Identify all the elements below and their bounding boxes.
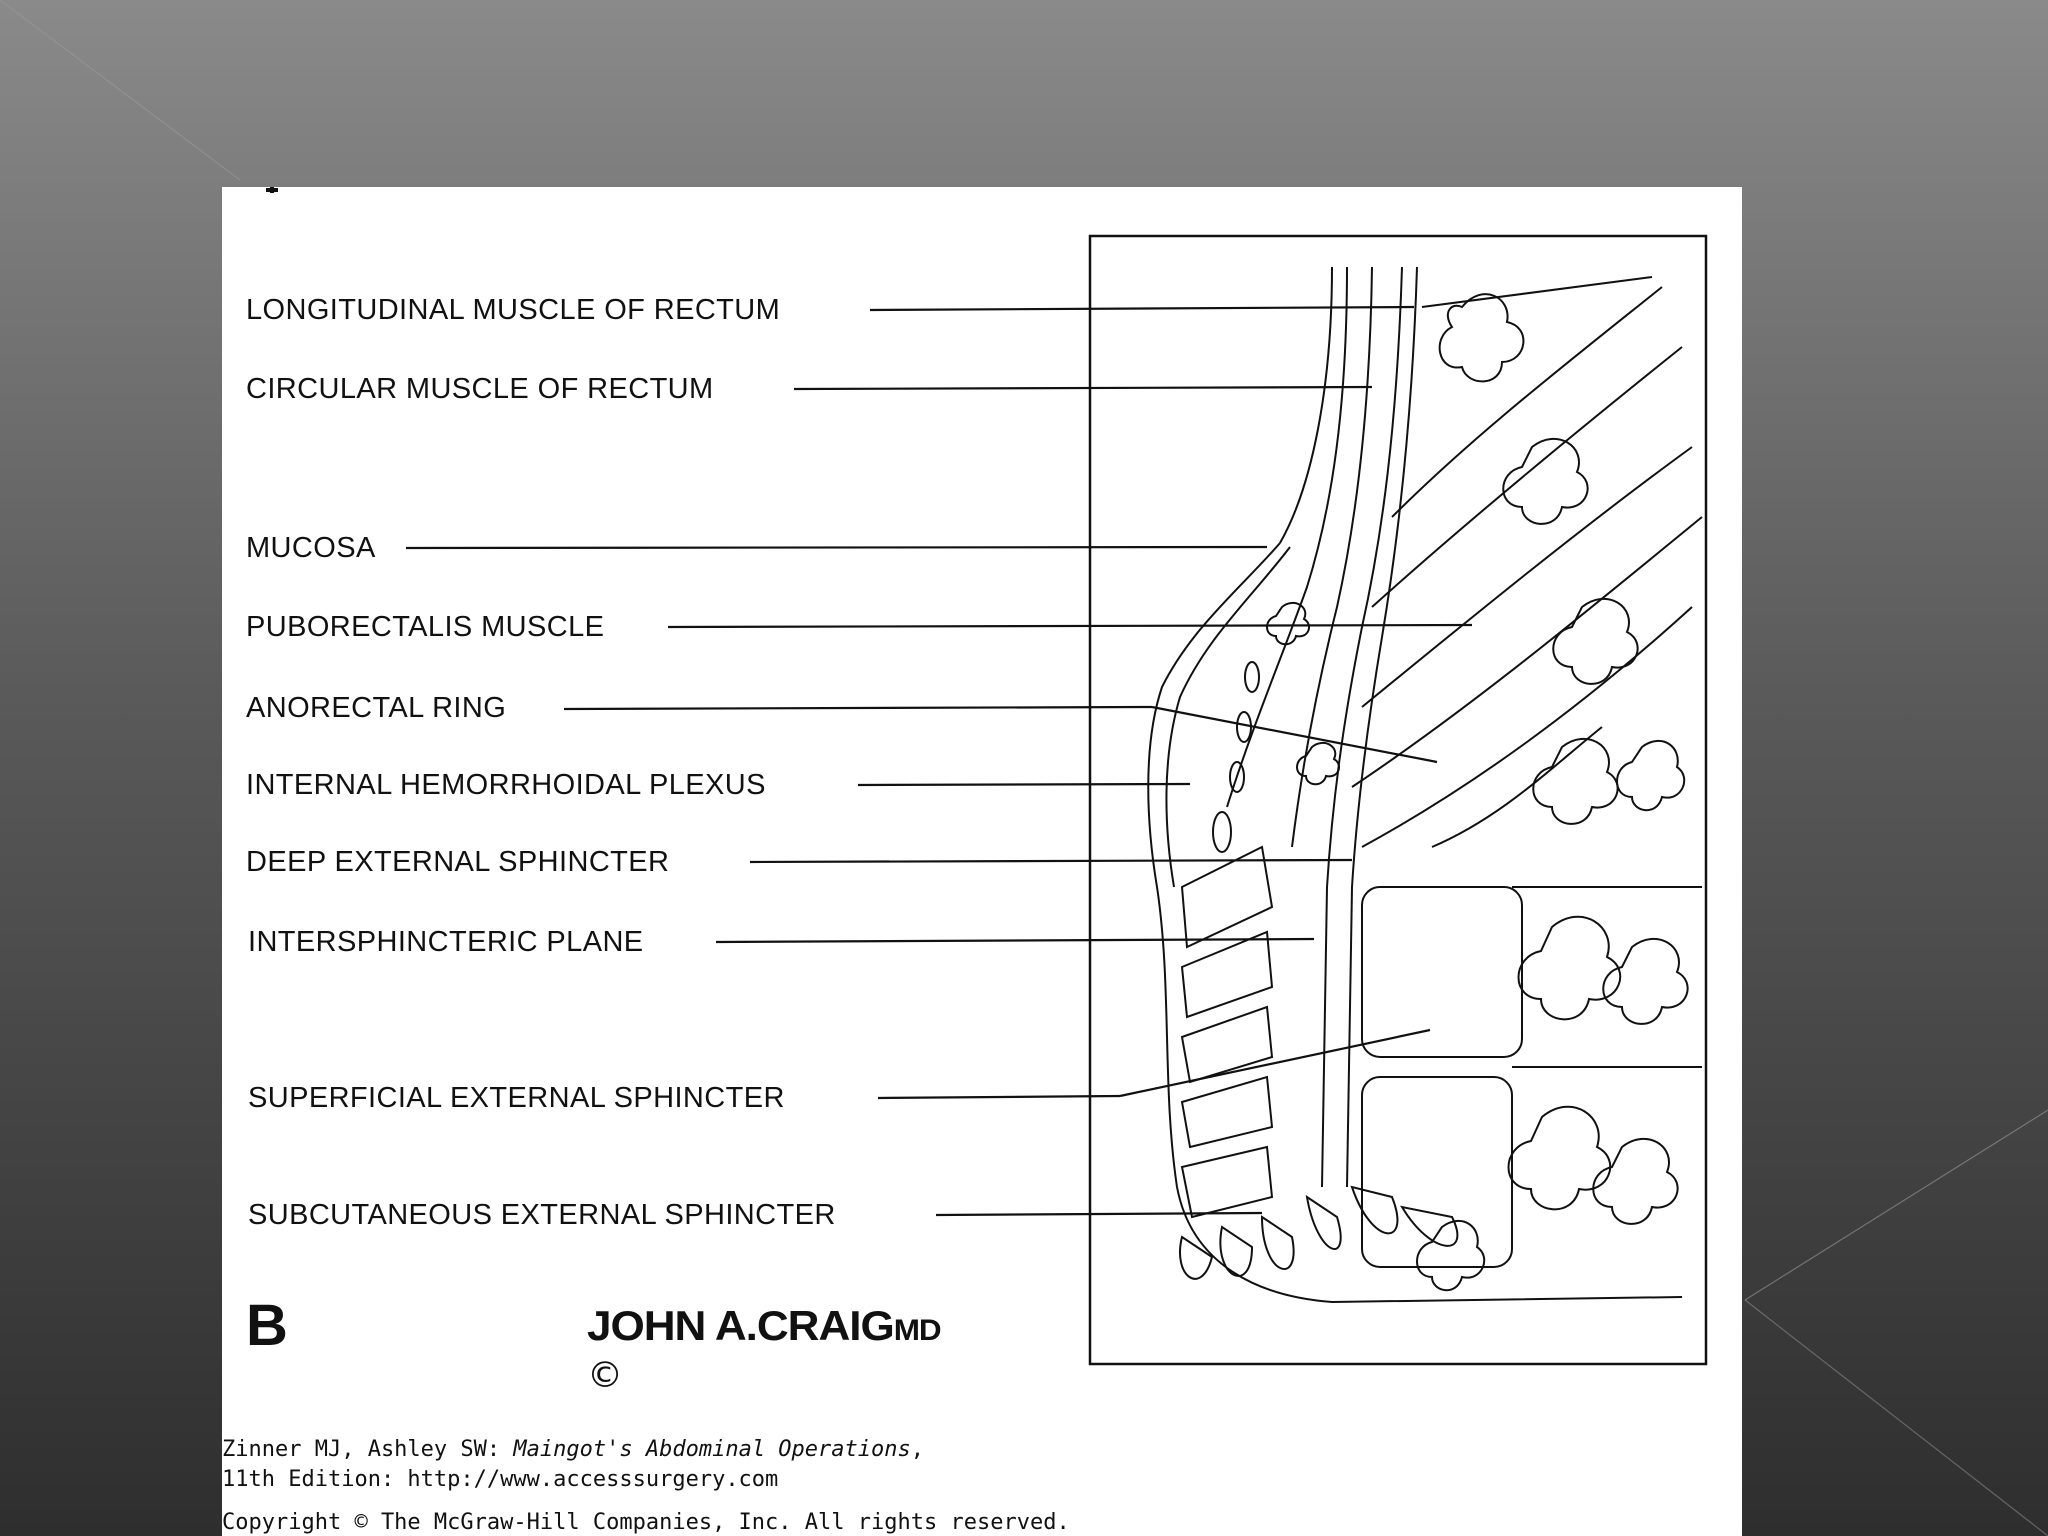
citation-authors: Zinner MJ, Ashley SW:: [222, 1437, 514, 1462]
label-circular-muscle: CIRCULAR MUSCLE OF RECTUM: [246, 373, 714, 405]
citation-book-title: Maingot's Abdominal Operations: [513, 1437, 911, 1462]
label-superficial-external-sphincter: SUPERFICIAL EXTERNAL SPHINCTER: [248, 1082, 785, 1114]
label-mucosa: MUCOSA: [246, 532, 376, 564]
panel-letter: B: [246, 1293, 288, 1358]
signature-name: JOHN A.CRAIG: [587, 1302, 895, 1349]
citation-line-2: 11th Edition: http://www.accesssurgery.c…: [222, 1467, 779, 1492]
label-puborectalis-muscle: PUBORECTALIS MUSCLE: [246, 611, 605, 643]
citation-line-1: Zinner MJ, Ashley SW: Maingot's Abdomina…: [222, 1437, 924, 1462]
label-intersphincteric-plane: INTERSPHINCTERIC PLANE: [248, 926, 644, 958]
signature-suffix: MD: [893, 1314, 942, 1347]
citation-copyright: Copyright © The McGraw-Hill Companies, I…: [222, 1510, 1070, 1535]
figure-card: LONGITUDINAL MUSCLE OF RECTUM CIRCULAR M…: [222, 187, 1742, 1536]
label-internal-hemorrhoidal-plexus: INTERNAL HEMORRHOIDAL PLEXUS: [246, 769, 766, 801]
illustrator-signature: JOHN A.CRAIGMD: [587, 1302, 942, 1350]
label-anorectal-ring: ANORECTAL RING: [246, 692, 507, 724]
label-longitudinal-muscle: LONGITUDINAL MUSCLE OF RECTUM: [246, 294, 781, 326]
anal-canal-cross-section-diagram: [266, 187, 1708, 1366]
citation-comma: ,: [910, 1437, 925, 1462]
label-subcutaneous-external-sphincter: SUBCUTANEOUS EXTERNAL SPHINCTER: [248, 1199, 836, 1231]
copyright-symbol: ©: [587, 1355, 623, 1396]
label-deep-external-sphincter: DEEP EXTERNAL SPHINCTER: [246, 846, 670, 878]
